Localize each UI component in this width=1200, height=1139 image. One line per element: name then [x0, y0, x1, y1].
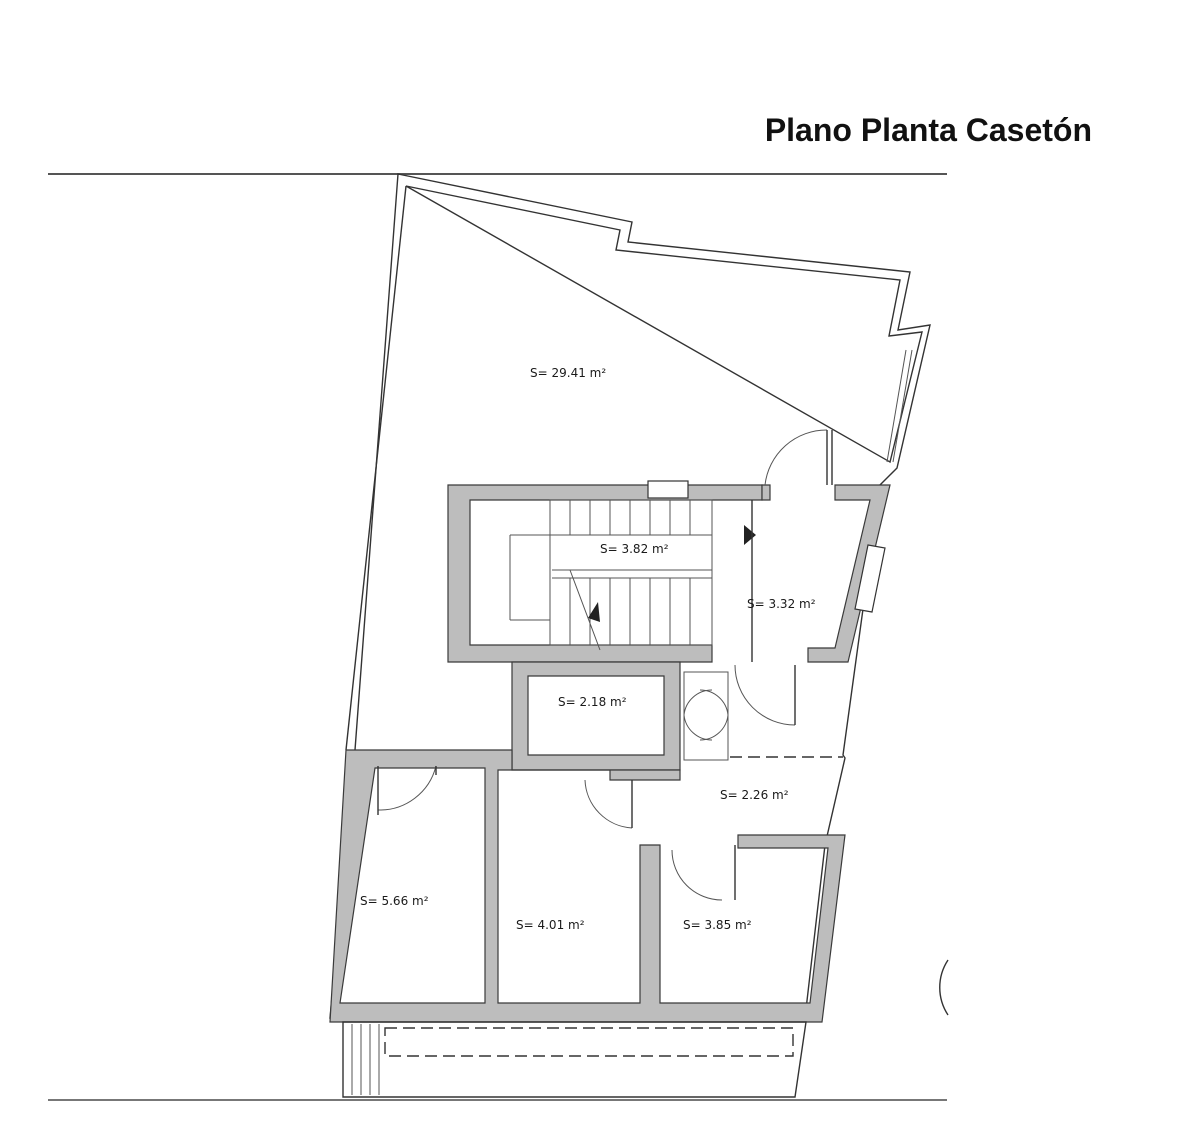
window-right-b — [892, 349, 913, 463]
terrace-left-inner-wall — [345, 185, 407, 751]
room-226-door-arc — [584, 779, 633, 829]
terrace-inner-wall — [405, 185, 923, 464]
room-566-door-arc — [377, 765, 437, 811]
edge-arc-fragment — [939, 959, 949, 1016]
room-label-terrace: S= 29.41 m² — [530, 366, 606, 380]
stair-window — [647, 480, 689, 499]
room-label-room-2: S= 4.01 m² — [516, 918, 585, 932]
staircase — [509, 499, 756, 651]
double-door — [683, 671, 729, 761]
corridor-door-arc — [734, 664, 796, 726]
lift-walls — [511, 661, 681, 771]
landing-right-wall — [807, 484, 891, 663]
stair-core-walls — [447, 484, 763, 663]
bottom-rooms-walls — [329, 749, 846, 1023]
window-right-a — [886, 349, 907, 463]
landing-door-arc — [764, 429, 828, 486]
room-label-lift: S= 2.18 m² — [558, 695, 627, 709]
landing-window — [854, 544, 886, 613]
room-label-stairs: S= 3.82 m² — [600, 542, 669, 556]
room-label-corridor: S= 2.26 m² — [720, 788, 789, 802]
room-label-room-1: S= 5.66 m² — [360, 894, 429, 908]
room-label-landing: S= 3.32 m² — [747, 597, 816, 611]
room-label-room-3: S= 3.85 m² — [683, 918, 752, 932]
landing-walls — [761, 484, 771, 501]
plan-title: Plano Planta Casetón — [764, 112, 1092, 148]
bottom-balcony — [342, 1021, 807, 1098]
room-385-door-arc — [671, 849, 723, 901]
